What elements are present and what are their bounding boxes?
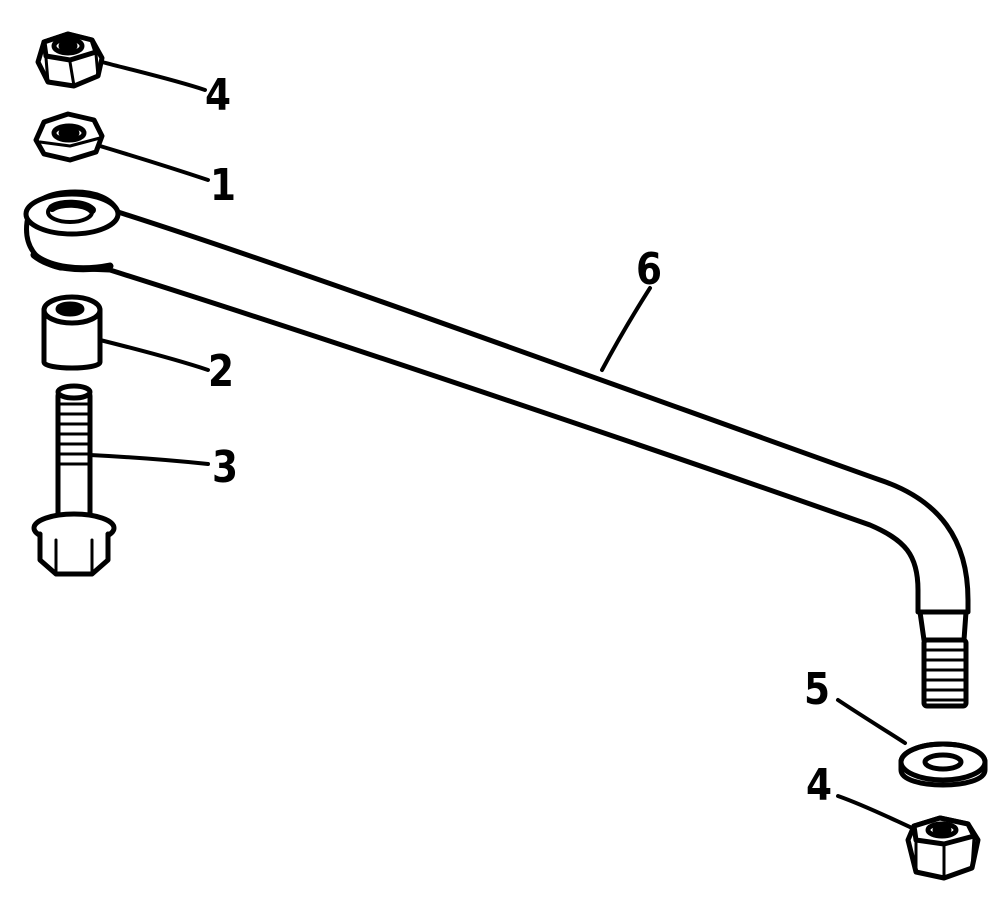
leader-spacer xyxy=(98,338,210,372)
lower-lock-nut xyxy=(905,815,981,881)
callout-upper-lock-nut: 4 xyxy=(205,70,232,121)
thin-nut xyxy=(33,111,105,163)
leader-upper-nut xyxy=(100,60,207,92)
leader-washer xyxy=(836,698,907,745)
link-rod xyxy=(23,189,971,709)
flat-washer xyxy=(898,741,988,788)
callout-bolt: 3 xyxy=(212,442,239,493)
leader-lines xyxy=(88,60,914,830)
upper-lock-nut xyxy=(35,31,105,89)
leader-bolt xyxy=(88,453,210,466)
spacer xyxy=(41,294,103,371)
leader-thin-nut xyxy=(98,144,210,182)
leader-lower-nut xyxy=(836,794,914,830)
callout-thin-nut: 1 xyxy=(210,160,237,211)
leader-link-rod xyxy=(600,286,652,372)
callout-link-rod: 6 xyxy=(636,244,663,295)
callout-spacer: 2 xyxy=(208,346,235,397)
callout-washer: 5 xyxy=(804,664,831,715)
callout-lower-lock-nut: 4 xyxy=(806,760,833,811)
flange-bolt xyxy=(31,383,117,577)
